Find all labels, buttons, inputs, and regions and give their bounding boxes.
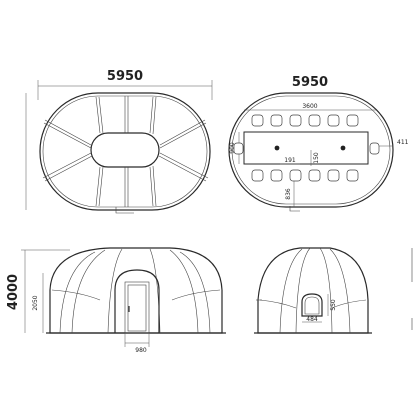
- side-roof-panels: [259, 247, 367, 334]
- chair: [327, 114, 340, 127]
- plan-view-layout: 5950 3600 900 411 191 150: [228, 75, 409, 212]
- dim-150-label: 150: [313, 152, 320, 164]
- chair: [270, 169, 283, 182]
- chair: [308, 169, 321, 182]
- front-elevation: 4000 2050 980: [6, 247, 226, 354]
- table-length-label: 3600: [302, 103, 317, 110]
- plan-ribs: [42, 96, 209, 207]
- chair: [346, 169, 359, 182]
- dining-table: [243, 131, 369, 165]
- side-clearance-label: 411: [397, 139, 409, 146]
- front-roof-panels: [51, 248, 221, 334]
- plan-outer-shell: [39, 92, 211, 211]
- side-dome-outline: [257, 247, 369, 334]
- chair: [251, 169, 264, 182]
- side-elevation: 550 484: [254, 247, 372, 334]
- front-entrance-arch: [114, 269, 160, 333]
- window-height-label: 550: [330, 299, 337, 311]
- side-window-inner: [304, 296, 320, 315]
- front-door: [124, 281, 150, 334]
- front-door-glass: [127, 284, 147, 332]
- top-chair-row: [251, 114, 359, 127]
- bottom-chair-row: [251, 169, 359, 182]
- chair: [289, 169, 302, 182]
- layout-width-label: 5950: [292, 75, 328, 90]
- plan-width-label: 5950: [107, 69, 143, 84]
- layout-door-marker: [289, 206, 300, 212]
- layout-inner-shell: [231, 95, 391, 205]
- plan-door-marker: [115, 207, 134, 214]
- dim-191-label: 191: [284, 157, 296, 164]
- door-width-label: 980: [135, 347, 147, 354]
- chair: [346, 114, 359, 127]
- layout-outer-shell: [228, 92, 394, 208]
- chair: [289, 114, 302, 127]
- dim-836-label: 836: [285, 188, 292, 200]
- end-chair-left: [233, 142, 244, 155]
- chair: [270, 114, 283, 127]
- door-height-label: 2050: [32, 295, 39, 310]
- chair: [308, 114, 321, 127]
- plan-view-roof: 5950: [25, 69, 213, 214]
- chair: [327, 169, 340, 182]
- table-width-label: 900: [229, 142, 236, 154]
- chair: [251, 114, 264, 127]
- side-window: [301, 293, 323, 317]
- table-fixture: [340, 145, 346, 151]
- window-width-label: 484: [306, 316, 318, 323]
- plan-central-oval: [90, 132, 160, 168]
- table-fixture: [274, 145, 280, 151]
- elevation-height-label: 4000: [6, 274, 21, 310]
- end-chair-right: [369, 142, 380, 155]
- front-dome-outline: [49, 247, 223, 334]
